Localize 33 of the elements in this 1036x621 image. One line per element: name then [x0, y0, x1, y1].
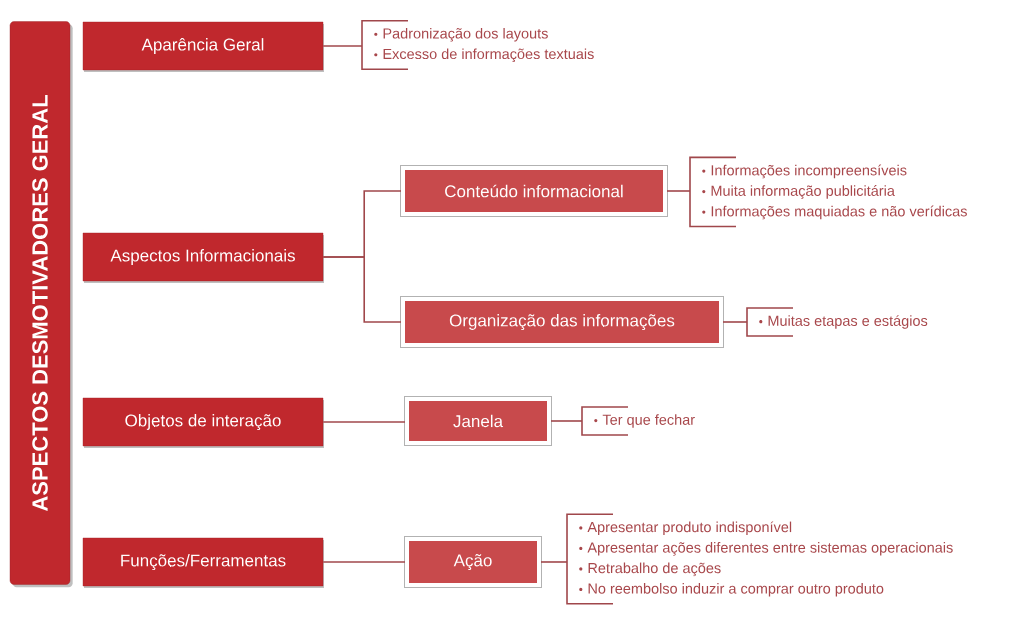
subcategory-box: Organização das informações: [400, 296, 724, 348]
connector-line: [322, 256, 402, 323]
category-box: Objetos de interação: [82, 397, 324, 448]
node-label: Muitas etapas e estágios: [768, 315, 928, 329]
node-label: Apresentar produto indisponível: [587, 521, 792, 536]
bracket-list: Informações incompreensíveis Muita informação publicitária Informações maquiadas e não verídicas: [689, 156, 967, 228]
subcategory-box: Conteúdo informacional: [400, 165, 668, 217]
node-label: Retrabalho de ações: [588, 562, 721, 577]
connector-line: [322, 45, 363, 47]
category-box: Funções/Ferramentas: [82, 537, 324, 588]
bracket-list: Muitas etapas e estágios: [746, 307, 928, 337]
subcategory-box: Janela: [404, 396, 552, 446]
connector-line: [322, 561, 406, 563]
node-label: Padronização dos layouts: [383, 27, 548, 42]
connector-line: [722, 321, 748, 323]
node-label: Ter que fechar: [602, 414, 695, 428]
connector-line: [540, 561, 568, 563]
bracket-list: Apresentar produto indisponível Apresentar ações diferentes entre sistemas operacionais Retrabalho de ações No reembolso induzir a comprar outro produto: [566, 513, 953, 605]
node-label: No reembolso induzir a comprar outro produto: [588, 583, 884, 597]
category-box: Aparência Geral: [82, 21, 324, 72]
subcategory-box: Ação: [404, 536, 542, 588]
node-label: Apresentar ações diferentes entre sistemas operacionais: [587, 542, 953, 556]
connector-line: [322, 421, 406, 423]
node-label: Informações maquiadas e não verídicas: [711, 205, 967, 220]
bracket-list: Ter que fechar: [581, 406, 695, 436]
node-label: Muita informação publicitária: [711, 185, 895, 199]
node-label: Informações incompreensíveis: [711, 164, 907, 179]
node-label: Excesso de informações textuais: [383, 48, 594, 63]
title-bar: ASPECTOS DESMOTIVADORES GERAL: [9, 21, 73, 588]
connector-line: [666, 190, 691, 192]
category-box: Aspectos Informacionais: [82, 232, 324, 283]
connector-line: [550, 420, 583, 422]
bracket-list: Padronização dos layouts Excesso de informações textuais: [361, 19, 594, 71]
